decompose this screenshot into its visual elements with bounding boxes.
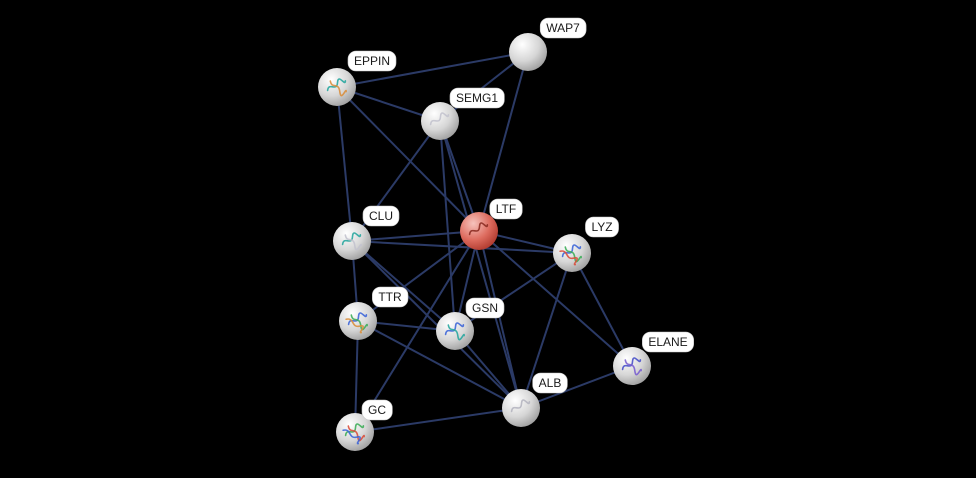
node-sphere-SEMG1[interactable] xyxy=(421,102,459,140)
edge-LTF-ELANE[interactable] xyxy=(478,230,633,367)
node-label-pill-ALB xyxy=(532,372,568,394)
node-WAP7[interactable] xyxy=(509,33,547,71)
node-sphere-EPPIN[interactable] xyxy=(318,68,356,106)
edge-LTF-GC[interactable] xyxy=(354,230,480,433)
node-label-text-WAP7: WAP7 xyxy=(546,21,580,35)
edge-LTF-ALB[interactable] xyxy=(478,230,522,409)
node-TTR[interactable] xyxy=(339,302,377,340)
node-label-pill-ELANE xyxy=(642,331,694,353)
edge-CLU-ALB[interactable] xyxy=(351,240,522,409)
node-label-text-TTR: TTR xyxy=(378,290,402,304)
node-label-pill-SEMG1 xyxy=(449,87,505,109)
node-label-text-EPPIN: EPPIN xyxy=(354,54,390,68)
node-label-text-ELANE: ELANE xyxy=(648,335,687,349)
node-label-pill-EPPIN xyxy=(347,50,397,72)
edge-LYZ-ELANE[interactable] xyxy=(571,252,633,367)
node-label-ALB[interactable]: ALB xyxy=(532,372,568,394)
node-GSN[interactable] xyxy=(436,312,474,350)
node-label-CLU[interactable]: CLU xyxy=(362,205,400,227)
node-label-text-GC: GC xyxy=(368,403,386,417)
node-label-SEMG1[interactable]: SEMG1 xyxy=(449,87,505,109)
node-label-LTF[interactable]: LTF xyxy=(489,198,523,220)
node-label-pill-CLU xyxy=(362,205,400,227)
node-CLU[interactable] xyxy=(333,222,371,260)
node-label-pill-LTF xyxy=(489,198,523,220)
node-sphere-ALB[interactable] xyxy=(502,389,540,427)
node-label-WAP7[interactable]: WAP7 xyxy=(539,17,587,39)
node-ELANE[interactable] xyxy=(613,347,651,385)
node-label-pill-WAP7 xyxy=(539,17,587,39)
edge-WAP7-EPPIN[interactable] xyxy=(336,51,529,88)
edge-SEMG1-ALB[interactable] xyxy=(439,120,522,409)
edge-ALB-GC[interactable] xyxy=(354,407,522,433)
edge-LYZ-GSN[interactable] xyxy=(454,252,573,332)
edge-LYZ-ALB[interactable] xyxy=(520,252,573,409)
node-sphere-WAP7[interactable] xyxy=(509,33,547,71)
node-label-text-CLU: CLU xyxy=(369,209,393,223)
node-label-text-SEMG1: SEMG1 xyxy=(456,91,498,105)
node-label-GC[interactable]: GC xyxy=(361,399,393,421)
node-label-TTR[interactable]: TTR xyxy=(372,286,409,308)
node-label-EPPIN[interactable]: EPPIN xyxy=(347,50,397,72)
node-LYZ[interactable] xyxy=(553,234,591,272)
node-SEMG1[interactable] xyxy=(421,102,459,140)
node-sphere-LYZ[interactable] xyxy=(553,234,591,272)
node-sphere-ELANE[interactable] xyxy=(613,347,651,385)
edge-SEMG1-GSN[interactable] xyxy=(439,120,456,332)
edge-LTF-CLU[interactable] xyxy=(351,230,480,242)
node-sphere-TTR[interactable] xyxy=(339,302,377,340)
edge-ELANE-ALB[interactable] xyxy=(520,365,633,409)
node-label-pill-TTR xyxy=(372,286,409,308)
edge-TTR-ALB[interactable] xyxy=(357,320,522,409)
node-label-text-ALB: ALB xyxy=(539,376,562,390)
node-label-text-LYZ: LYZ xyxy=(591,220,612,234)
node-ALB[interactable] xyxy=(502,389,540,427)
node-label-text-GSN: GSN xyxy=(472,301,498,315)
edge-EPPIN-CLU[interactable] xyxy=(336,86,353,242)
node-sphere-CLU[interactable] xyxy=(333,222,371,260)
edge-CLU-LYZ[interactable] xyxy=(351,240,573,254)
node-sphere-LTF[interactable] xyxy=(460,212,498,250)
nodes-layer xyxy=(318,33,651,451)
node-label-LYZ[interactable]: LYZ xyxy=(585,216,619,238)
node-label-text-LTF: LTF xyxy=(496,202,516,216)
edge-CLU-GSN[interactable] xyxy=(351,240,456,332)
edge-WAP7-LTF[interactable] xyxy=(478,51,529,232)
edge-EPPIN-LTF[interactable] xyxy=(336,86,480,232)
node-label-GSN[interactable]: GSN xyxy=(465,297,505,319)
node-EPPIN[interactable] xyxy=(318,68,356,106)
node-sphere-GSN[interactable] xyxy=(436,312,474,350)
node-label-pill-GSN xyxy=(465,297,505,319)
node-label-pill-LYZ xyxy=(585,216,619,238)
node-label-pill-GC xyxy=(361,399,393,421)
edge-SEMG1-LTF[interactable] xyxy=(439,120,480,232)
node-LTF[interactable] xyxy=(460,212,498,250)
node-label-ELANE[interactable]: ELANE xyxy=(642,331,694,353)
